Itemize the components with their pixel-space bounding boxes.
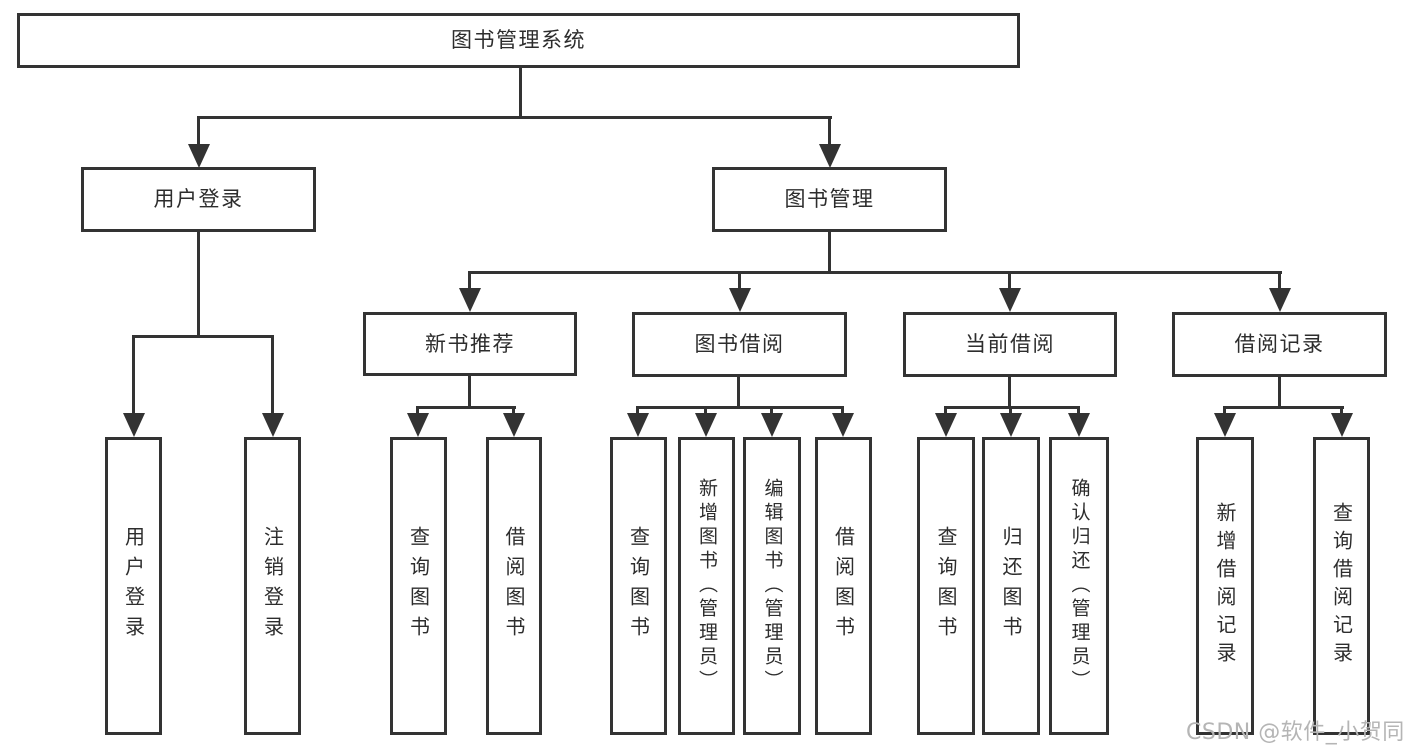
connector-line — [636, 406, 844, 409]
connector-line — [944, 406, 1080, 409]
node-new-book-recommend: 新书推荐 — [363, 312, 577, 376]
connector-line — [1008, 271, 1011, 289]
connector-line — [944, 406, 947, 416]
leaf-query-books-1-label: 查询图书 — [406, 526, 431, 646]
node-book-management-label: 图书管理 — [784, 187, 875, 211]
arrow-down-icon — [1000, 413, 1022, 437]
connector-line — [841, 406, 844, 416]
connector-line — [1223, 406, 1226, 416]
leaf-add-book-admin-label: 新增图书（管理员） — [696, 478, 718, 694]
leaf-query-borrow-record-label: 查询借阅记录 — [1329, 502, 1354, 670]
connector-line — [197, 230, 200, 338]
node-current-borrowing-label: 当前借阅 — [965, 332, 1055, 356]
arrow-down-icon — [503, 413, 525, 437]
arrow-down-icon — [832, 413, 854, 437]
arrow-down-icon — [1331, 413, 1353, 437]
leaf-user-login-label: 用户登录 — [121, 526, 146, 646]
arrow-down-icon — [123, 413, 145, 437]
connector-line — [770, 406, 773, 416]
node-library-system-label: 图书管理系统 — [451, 28, 586, 52]
connector-line — [1223, 406, 1344, 409]
node-current-borrowing: 当前借阅 — [903, 312, 1117, 377]
leaf-return-books: 归还图书 — [982, 437, 1040, 735]
node-book-borrowing: 图书借阅 — [632, 312, 847, 377]
leaf-query-books-2: 查询图书 — [610, 437, 667, 735]
connector-line — [512, 406, 515, 416]
connector-line — [1278, 376, 1281, 409]
leaf-query-books-2-label: 查询图书 — [626, 526, 651, 646]
arrow-down-icon — [819, 144, 841, 168]
connector-line — [468, 271, 471, 289]
leaf-edit-book-admin-label: 编辑图书（管理员） — [761, 478, 784, 694]
leaf-query-borrow-record: 查询借阅记录 — [1313, 437, 1370, 735]
arrow-down-icon — [627, 413, 649, 437]
connector-line — [704, 406, 707, 416]
connector-line — [1278, 271, 1281, 289]
leaf-confirm-return-admin-label: 确认归还（管理员） — [1068, 478, 1091, 694]
connector-line — [416, 406, 516, 409]
arrow-down-icon — [935, 413, 957, 437]
arrow-down-icon — [729, 288, 751, 312]
leaf-add-book-admin: 新增图书（管理员） — [678, 437, 735, 735]
arrow-down-icon — [188, 144, 210, 168]
leaf-borrow-books-1-label: 借阅图书 — [502, 526, 526, 646]
leaf-borrow-books-2-label: 借阅图书 — [831, 526, 856, 646]
leaf-logout: 注销登录 — [244, 437, 301, 735]
node-library-system: 图书管理系统 — [17, 13, 1020, 68]
connector-line — [271, 335, 274, 413]
connector-line — [1008, 376, 1011, 409]
leaf-borrow-books-2: 借阅图书 — [815, 437, 872, 735]
connector-line — [132, 335, 135, 413]
arrow-down-icon — [262, 413, 284, 437]
arrow-down-icon — [1214, 413, 1236, 437]
connector-line — [416, 406, 419, 416]
arrow-down-icon — [761, 413, 783, 437]
leaf-query-books-3-label: 查询图书 — [934, 526, 958, 646]
node-new-book-recommend-label: 新书推荐 — [425, 331, 515, 356]
leaf-add-borrow-record: 新增借阅记录 — [1196, 437, 1254, 735]
arrow-down-icon — [1269, 288, 1291, 312]
connector-line — [468, 375, 471, 409]
connector-line — [468, 271, 1282, 274]
connector-line — [1009, 406, 1012, 416]
connector-line — [1340, 406, 1343, 416]
connector-line — [1077, 406, 1080, 416]
arrow-down-icon — [407, 413, 429, 437]
watermark: CSDN @软件_小贺同学 — [1186, 720, 1405, 745]
leaf-query-books-3: 查询图书 — [917, 437, 975, 735]
node-borrowing-records: 借阅记录 — [1172, 312, 1387, 377]
leaf-user-login: 用户登录 — [105, 437, 162, 735]
arrow-down-icon — [999, 288, 1021, 312]
leaf-return-books-label: 归还图书 — [999, 526, 1023, 646]
arrow-down-icon — [1068, 413, 1090, 437]
connector-line — [737, 376, 740, 409]
arrow-down-icon — [695, 413, 717, 437]
node-user-login-label: 用户登录 — [153, 187, 244, 211]
connector-line — [636, 406, 639, 416]
leaf-borrow-books-1: 借阅图书 — [486, 437, 542, 735]
connector-line — [197, 116, 200, 150]
arrow-down-icon — [459, 288, 481, 312]
connector-line — [738, 271, 741, 289]
connector-line — [828, 231, 831, 274]
leaf-add-borrow-record-label: 新增借阅记录 — [1213, 502, 1237, 670]
node-user-login: 用户登录 — [81, 167, 316, 232]
leaf-logout-label: 注销登录 — [260, 526, 285, 646]
leaf-confirm-return-admin: 确认归还（管理员） — [1049, 437, 1109, 735]
leaf-query-books-1: 查询图书 — [390, 437, 447, 735]
connector-line — [132, 335, 274, 338]
connector-line — [197, 116, 832, 119]
node-book-management: 图书管理 — [712, 167, 947, 232]
connector-line — [828, 116, 831, 150]
leaf-edit-book-admin: 编辑图书（管理员） — [743, 437, 801, 735]
connector-line — [519, 66, 522, 118]
node-book-borrowing-label: 图书借阅 — [694, 332, 785, 356]
node-borrowing-records-label: 借阅记录 — [1234, 332, 1325, 356]
